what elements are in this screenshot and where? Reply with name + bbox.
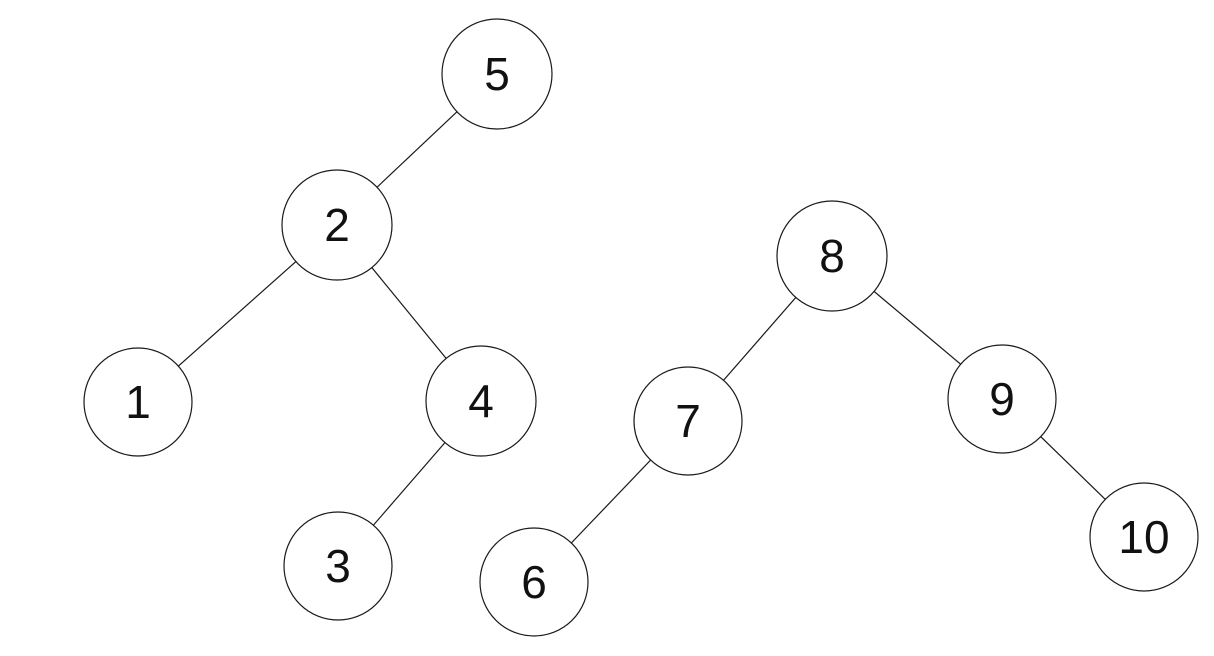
tree-node-10[interactable]: 10	[1089, 482, 1199, 592]
tree-node-9[interactable]: 9	[947, 344, 1057, 454]
node-circle-4[interactable]	[425, 345, 537, 457]
tree-node-8[interactable]: 8	[776, 200, 888, 312]
node-label-4: 4	[468, 375, 494, 427]
node-label-1: 1	[125, 376, 151, 428]
node-label-7: 7	[675, 395, 701, 447]
node-label-10: 10	[1118, 511, 1169, 563]
tree-node-5[interactable]: 5	[441, 18, 553, 130]
node-label-6: 6	[521, 556, 547, 608]
tree-node-3[interactable]: 3	[283, 511, 393, 621]
node-label-2: 2	[324, 199, 350, 251]
tree-node-6[interactable]: 6	[479, 527, 589, 637]
tree-node-1[interactable]: 1	[83, 347, 193, 457]
node-circle-10[interactable]	[1089, 482, 1199, 592]
node-circle-7[interactable]	[633, 366, 743, 476]
node-circle-2[interactable]	[281, 169, 393, 281]
node-label-8: 8	[819, 230, 845, 282]
nodes-layer: 1 2 3 4 5 6 7 8 9 10	[83, 18, 1199, 637]
tree-node-4[interactable]: 4	[425, 345, 537, 457]
node-label-9: 9	[989, 373, 1015, 425]
node-circle-6[interactable]	[479, 527, 589, 637]
node-circle-3[interactable]	[283, 511, 393, 621]
node-label-5: 5	[484, 48, 510, 100]
tree-node-2[interactable]: 2	[281, 169, 393, 281]
node-circle-1[interactable]	[83, 347, 193, 457]
tree-node-7[interactable]: 7	[633, 366, 743, 476]
node-circle-8[interactable]	[776, 200, 888, 312]
node-circle-9[interactable]	[947, 344, 1057, 454]
node-circle-5[interactable]	[441, 18, 553, 130]
node-label-3: 3	[325, 540, 351, 592]
edges-layer	[137, 73, 1145, 583]
